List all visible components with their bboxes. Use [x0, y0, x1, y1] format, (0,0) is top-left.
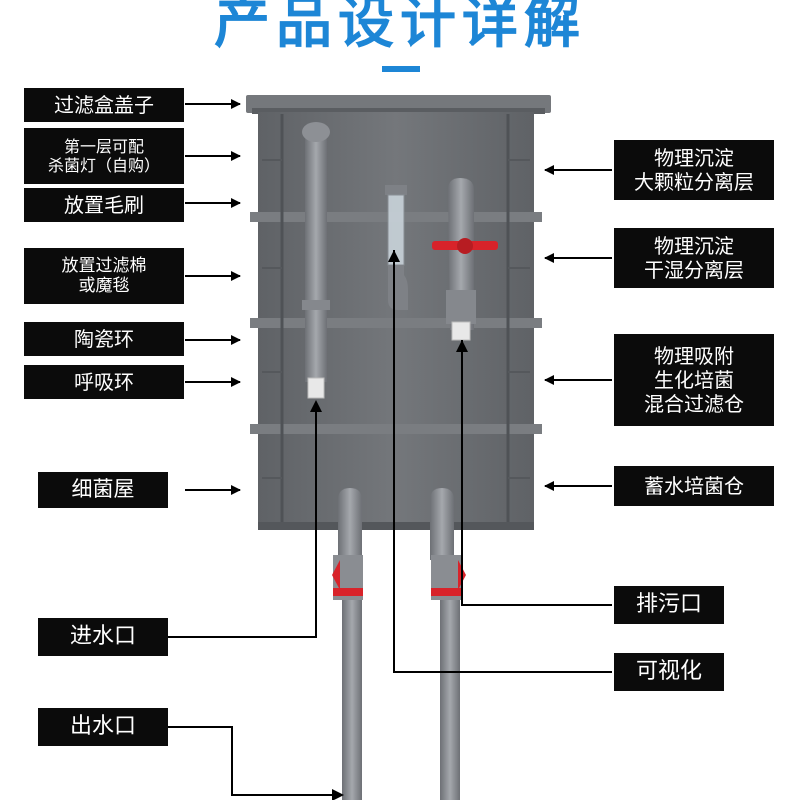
label-filter-cotton: 放置过滤棉 或魔毯	[24, 248, 184, 304]
filter-box	[250, 112, 542, 530]
label-visual: 可视化	[614, 653, 724, 691]
label-water-outlet: 出水口	[38, 708, 168, 746]
filter-lid	[246, 95, 551, 114]
label-brush: 放置毛刷	[24, 188, 184, 222]
label-breathing-ring: 呼吸环	[24, 365, 184, 399]
title-underline	[382, 66, 420, 72]
label-adsorb-mix: 物理吸附 生化培菌 混合过滤仓	[614, 334, 774, 426]
label-layer1-uv: 第一层可配 杀菌灯（自购）	[24, 128, 184, 184]
label-drain-port: 排污口	[614, 586, 724, 624]
label-storage-culture: 蓄水培菌仓	[614, 466, 774, 506]
label-filter-lid: 过滤盒盖子	[24, 88, 184, 122]
label-ceramic-ring: 陶瓷环	[24, 322, 184, 356]
outlet-pipes	[332, 488, 466, 800]
label-bacteria-house: 细菌屋	[38, 472, 168, 508]
inner-inlet-pipe	[302, 122, 330, 399]
label-settle-large: 物理沉淀 大颗粒分离层	[614, 140, 774, 200]
label-water-inlet: 进水口	[38, 618, 168, 656]
page-title: 产品设计详解	[214, 0, 586, 56]
label-settle-wetdry: 物理沉淀 干湿分离层	[614, 228, 774, 288]
